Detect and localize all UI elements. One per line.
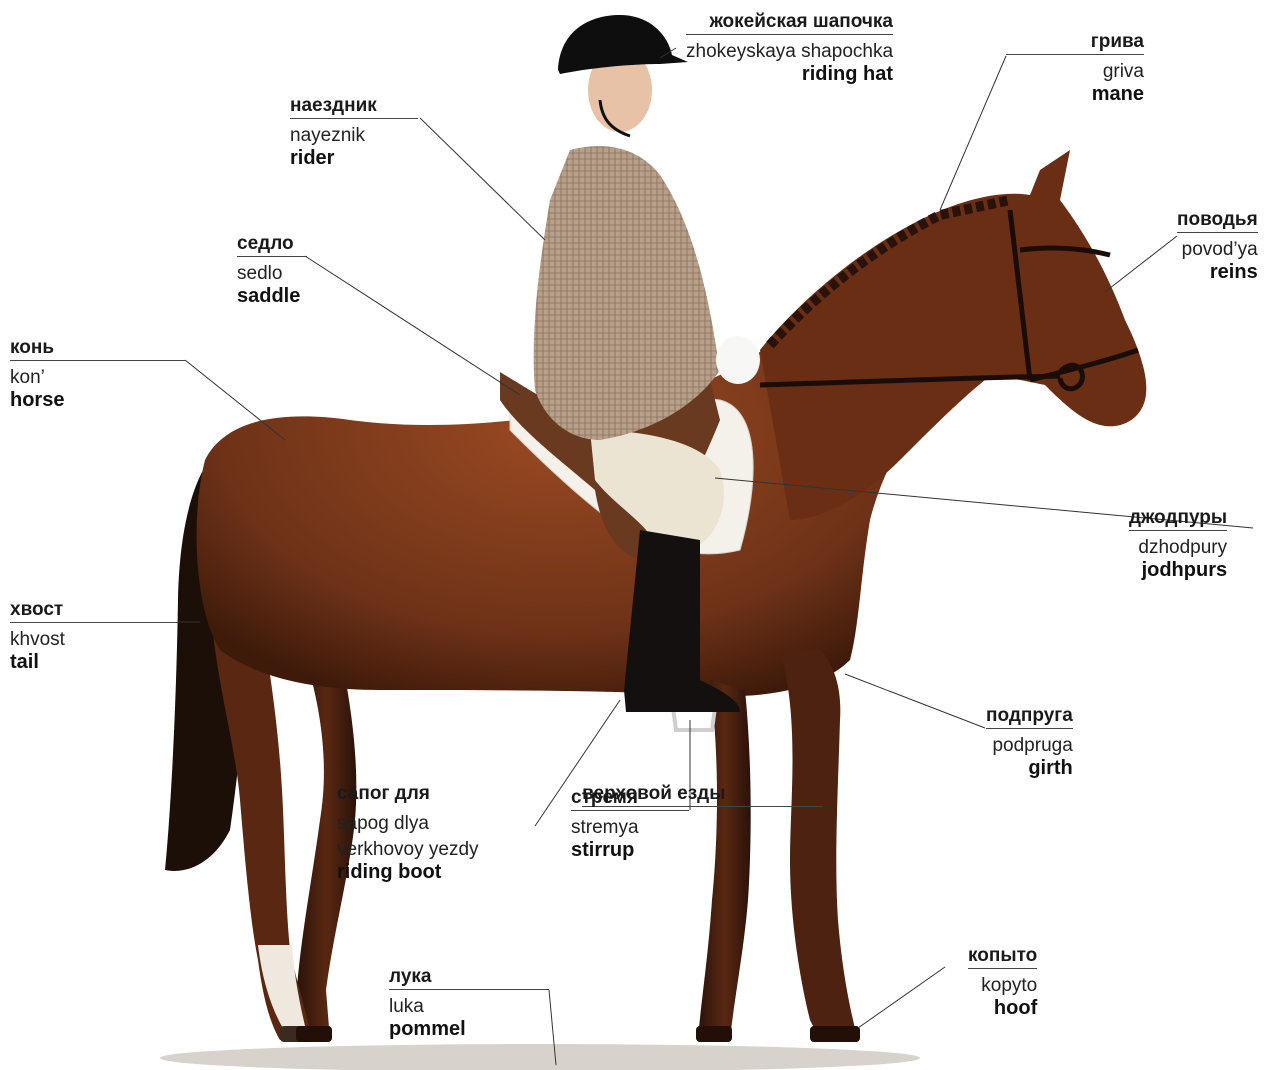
label-hoof: копыто kopyto hoof <box>968 946 1037 1018</box>
label-pommel: лука luka pommel <box>389 967 549 1039</box>
ground-shadow <box>160 1044 920 1070</box>
label-riding-hat: жокейская шапочка zhokeyskaya shapochka … <box>686 12 893 84</box>
label-riding-boot: сапог для верховой езды sapog dlya verkh… <box>337 784 578 882</box>
label-rider: наездник nayeznik rider <box>290 96 418 168</box>
label-horse: конь kon’ horse <box>10 338 185 410</box>
hoof-shape <box>810 1026 860 1042</box>
label-reins: поводья povod’ya reins <box>1177 210 1258 282</box>
label-tail: хвост khvost tail <box>10 600 178 672</box>
rider-gloves <box>716 336 760 384</box>
label-saddle: седло sedlo saddle <box>237 234 307 306</box>
riding-hat-shape <box>558 15 688 74</box>
horse-neck-head <box>760 150 1146 520</box>
label-stirrup: стремя stremya stirrup <box>571 788 689 860</box>
front-leg-far <box>698 680 751 1040</box>
label-girth: подпруга podpruga girth <box>986 706 1073 778</box>
front-leg-near <box>780 650 858 1040</box>
rider-jacket <box>534 146 720 440</box>
label-jodhpurs: джодпуры dzhodpury jodhpurs <box>1129 508 1227 580</box>
label-mane: грива griva mane <box>1006 32 1144 104</box>
